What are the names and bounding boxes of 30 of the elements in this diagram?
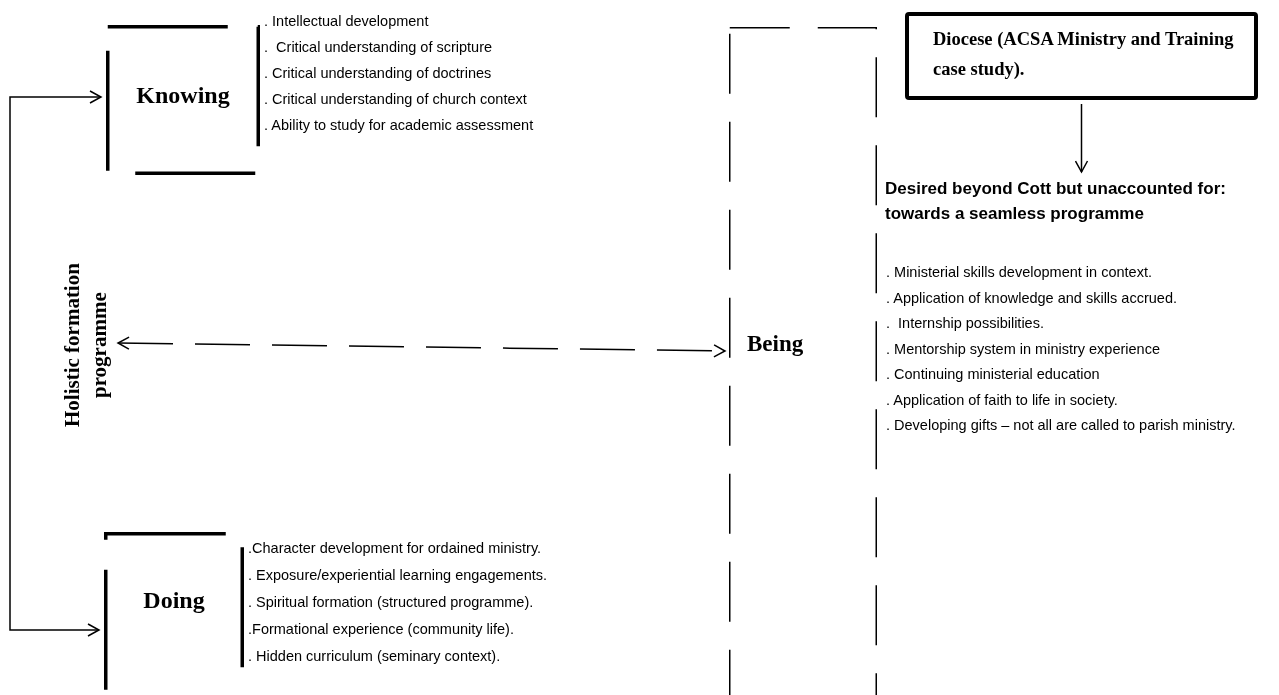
bullet-text: . Internship possibilities. <box>886 314 1045 333</box>
arrow <box>117 336 726 358</box>
label-text: Holistic formation programme <box>59 262 112 429</box>
box-label: Being <box>747 330 804 358</box>
heading-text: Desired beyond Cott but unaccounted for: towards a seamless programme <box>885 178 1227 225</box>
bullet-text: .Formational experience (community life). <box>248 620 515 639</box>
bullet-text: . Exposure/experiential learning engagements. <box>248 566 549 585</box>
box-text: Diocese (ACSA Ministry and Training case study). <box>933 28 1235 81</box>
bullet-text: . Mentorship system in ministry experience <box>886 339 1161 359</box>
bullet-text: . Critical understanding of church context <box>264 90 528 109</box>
bullet-text: . Application of faith to life in society. <box>886 390 1119 410</box>
bullet-text: . Application of knowledge and skills accrued. <box>886 288 1178 308</box>
process-box <box>905 12 1258 100</box>
bullet-text: . Hidden curriculum (seminary context). <box>248 647 502 666</box>
bullet-text: . Ministerial skills development in context. <box>886 263 1153 282</box>
box-label: Doing <box>142 586 206 615</box>
bullet-text: .Character development for ordained ministry. <box>248 539 543 558</box>
bullet-text: . Spiritual formation (structured programme). <box>248 593 535 612</box>
arrow <box>9 364 100 637</box>
arrow <box>9 90 102 366</box>
arrow <box>1074 103 1089 173</box>
bullet-text: . Developing gifts – not all are called to parish ministry. <box>886 416 1237 435</box>
dashed-column <box>729 27 877 695</box>
bullet-text: . Critical understanding of scripture <box>264 38 494 57</box>
dashed-box <box>106 25 260 175</box>
box-label: Knowing <box>135 81 231 110</box>
bullet-text: . Continuing ministerial education <box>886 365 1101 384</box>
bullet-text: . Intellectual development <box>264 12 430 31</box>
bullet-text: . Ability to study for academic assessment <box>264 116 535 135</box>
bullet-text: . Critical understanding of doctrines <box>264 64 493 83</box>
